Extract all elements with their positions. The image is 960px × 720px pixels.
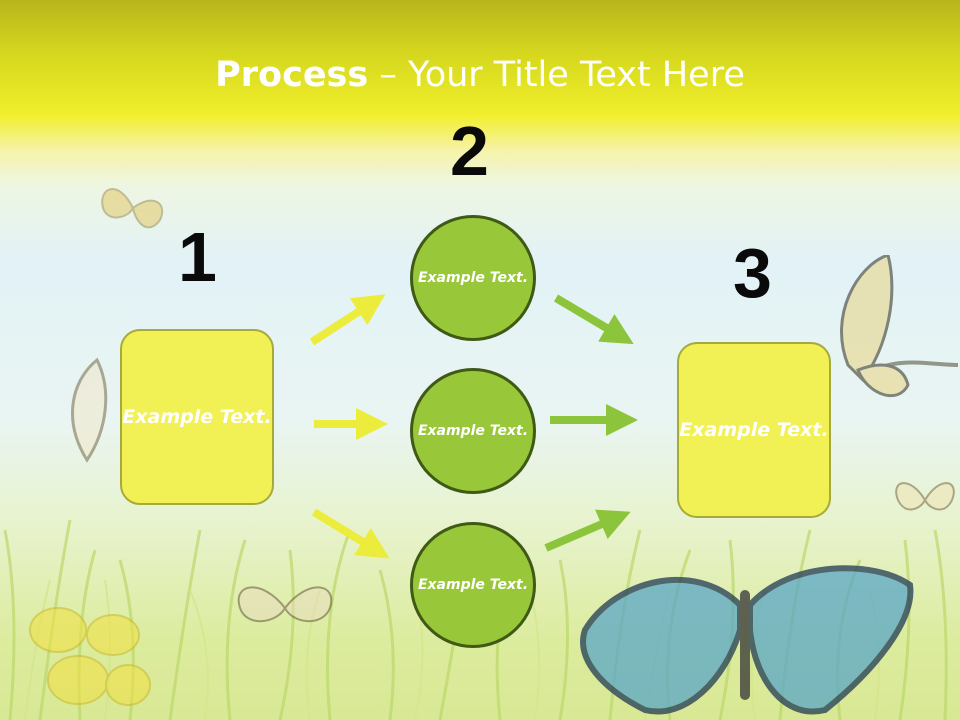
step-2-number: 2 bbox=[450, 112, 489, 190]
step-3-text: Example Text. bbox=[679, 419, 829, 441]
arrow-2a-to-3 bbox=[553, 294, 634, 345]
step-2-circle-middle: Example Text. bbox=[410, 368, 536, 494]
step-1-box: Example Text. bbox=[120, 329, 274, 505]
step-2-text-middle: Example Text. bbox=[417, 422, 529, 439]
step-3-number: 3 bbox=[733, 234, 772, 312]
page-title: Process – Your Title Text Here bbox=[0, 52, 960, 98]
step-3-box: Example Text. bbox=[677, 342, 831, 518]
title-rest: – Your Title Text Here bbox=[368, 55, 745, 95]
arrow-2c-to-3 bbox=[544, 509, 631, 552]
butterfly-yellow-icon bbox=[840, 255, 959, 398]
title-bold: Process bbox=[215, 55, 369, 95]
arrow-1-to-2c bbox=[311, 508, 390, 559]
step-2-circle-top: Example Text. bbox=[410, 215, 536, 341]
butterfly-blue-icon bbox=[580, 565, 914, 715]
step-2-text-top: Example Text. bbox=[417, 269, 529, 286]
arrow-1-to-2a bbox=[309, 294, 386, 346]
butterfly-grey-icon bbox=[237, 586, 333, 623]
step-2-text-bottom: Example Text. bbox=[417, 576, 529, 593]
step-2-circle-bottom: Example Text. bbox=[410, 522, 536, 648]
step-1-number: 1 bbox=[178, 218, 217, 296]
step-1-text: Example Text. bbox=[122, 406, 272, 428]
butterfly-right-small-icon bbox=[895, 482, 955, 511]
butterfly-small-icon bbox=[101, 188, 163, 229]
flower-yellow-icon bbox=[29, 607, 151, 706]
butterfly-left-icon bbox=[71, 357, 108, 463]
